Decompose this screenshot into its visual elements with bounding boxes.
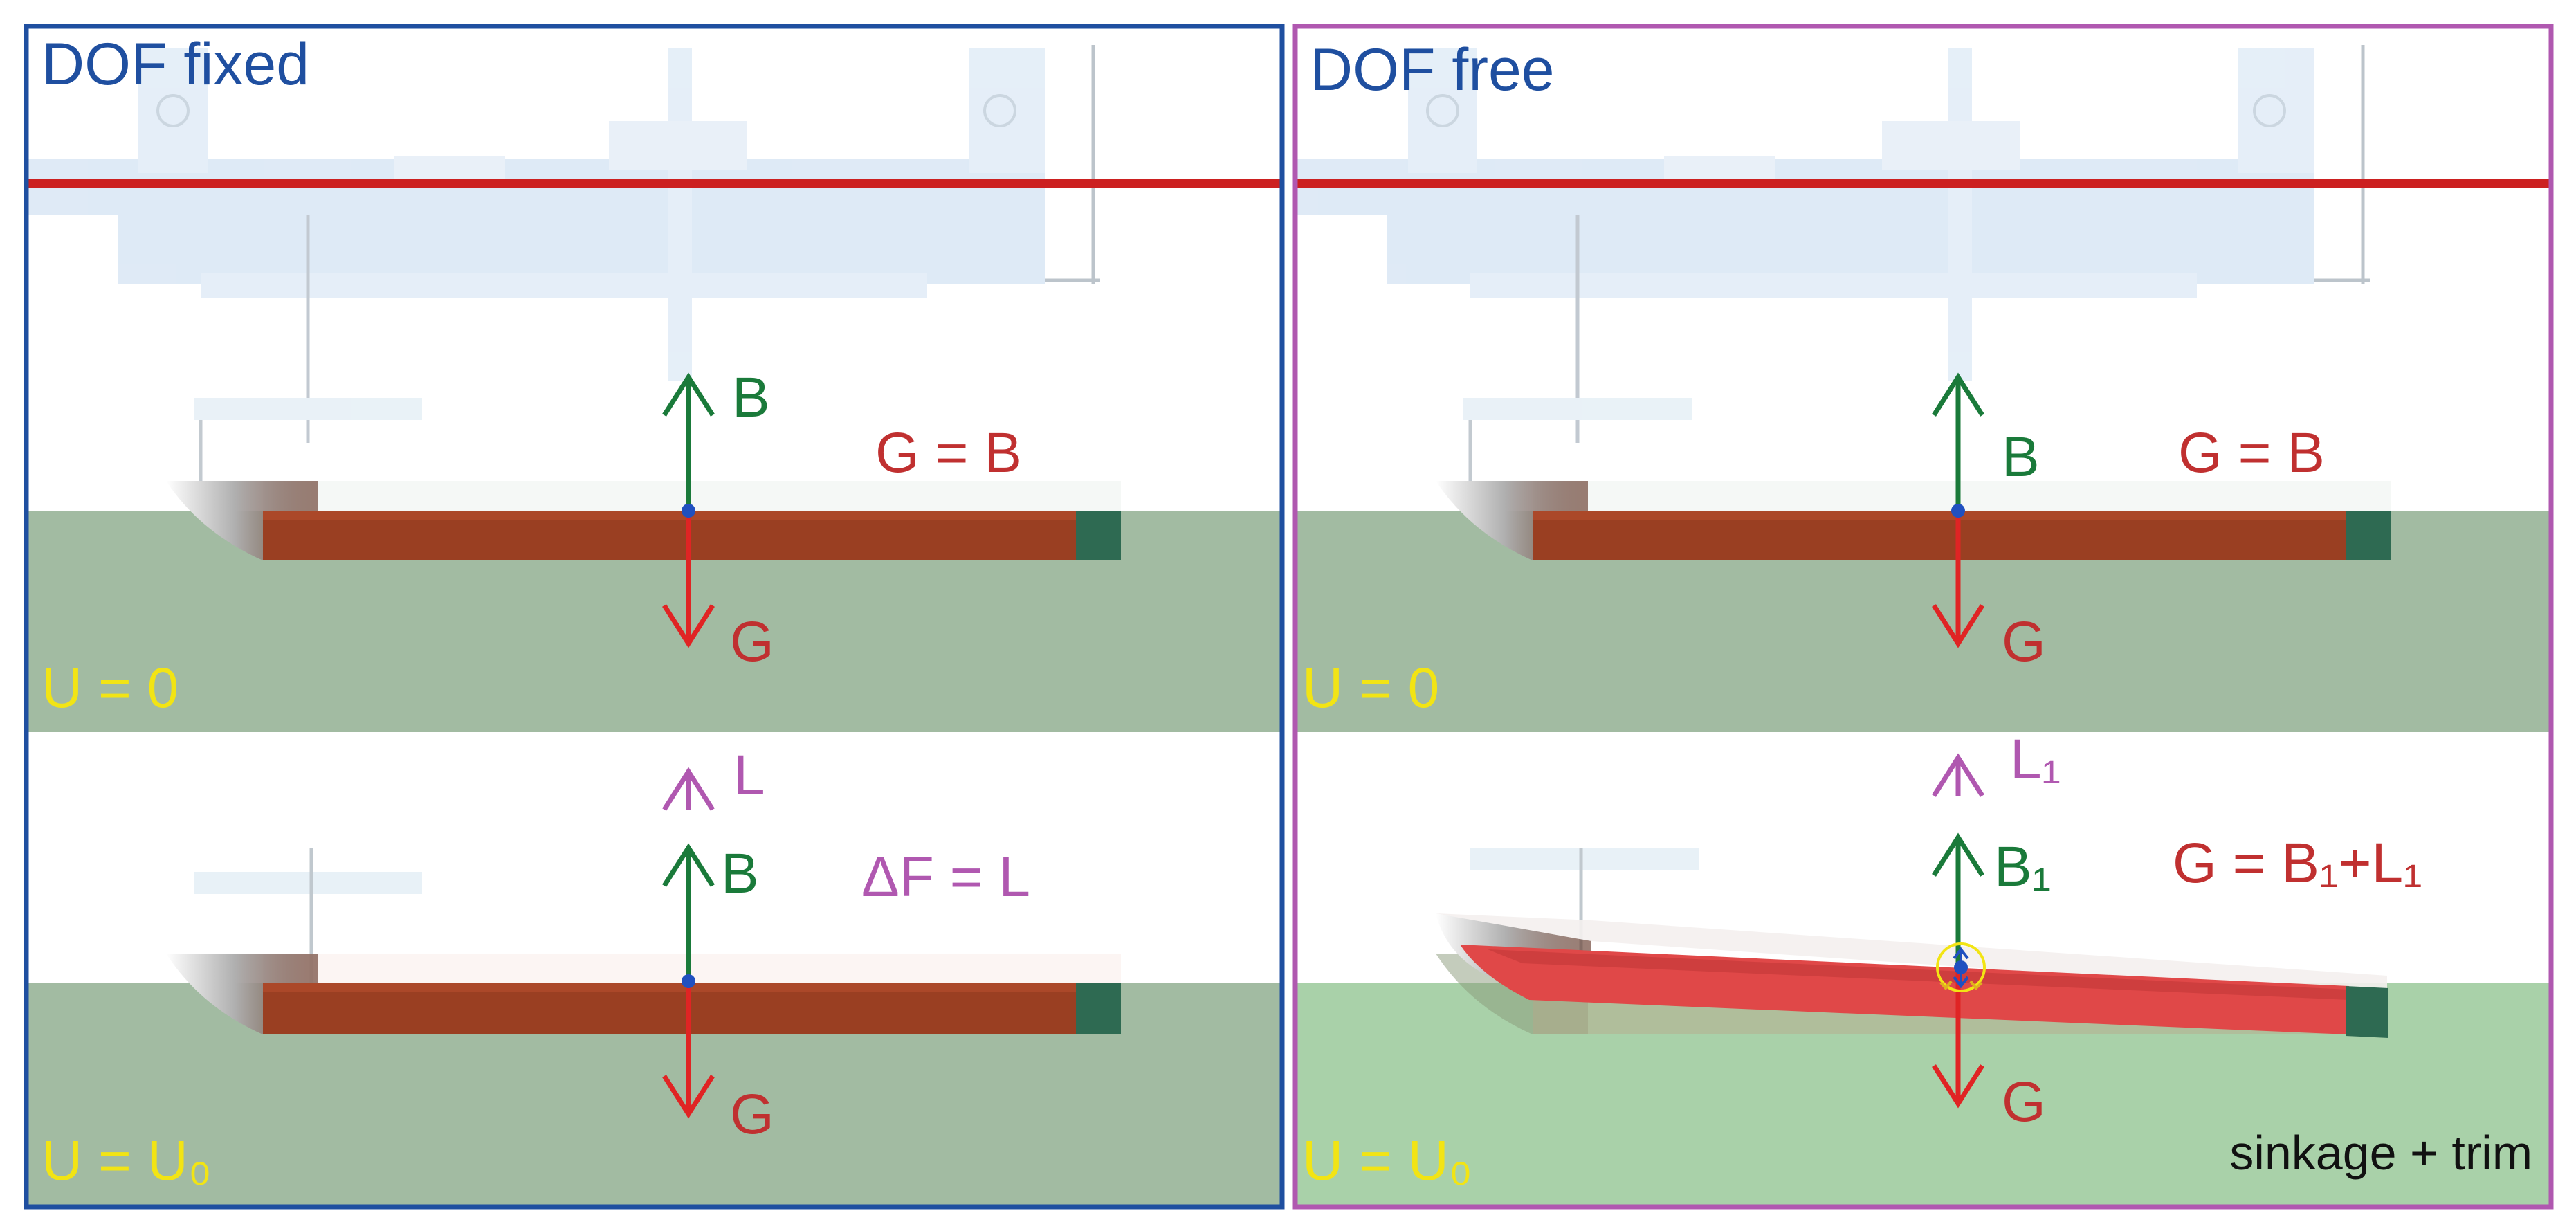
left-bottom-g-label: G	[730, 1083, 774, 1146]
left-bottom-center-point	[682, 974, 695, 988]
left-reference-line	[26, 179, 1282, 188]
right-title: DOF free	[1310, 37, 1555, 103]
left-top-center-point	[682, 504, 695, 518]
right-bottom-speed: U = U₀	[1302, 1129, 1472, 1192]
right-frame	[1292, 24, 2554, 1210]
left-bottom-gravity-arrow	[662, 983, 715, 1119]
left-top-gravity-arrow	[662, 511, 715, 648]
right-top-speed: U = 0	[1302, 657, 1439, 720]
left-panel: DOF fixed B G = B G U = 0 L B ΔF = L G U…	[24, 24, 1285, 1210]
right-bottom-note: sinkage + trim	[2229, 1126, 2532, 1180]
left-top-g-label: G	[730, 610, 774, 673]
left-rig	[28, 45, 1100, 484]
right-bottom-lift-arrow	[1932, 753, 1984, 797]
right-bottom-equation: G = B₁+L₁	[2173, 832, 2422, 895]
right-top-buoyancy-arrow	[1932, 372, 1984, 511]
right-rig	[1297, 45, 2370, 484]
right-bottom-buoyancy-arrow	[1932, 832, 1984, 969]
right-bottom-trim-indicator	[1936, 942, 1986, 992]
left-frame	[24, 24, 1285, 1210]
left-bottom-l-label: L	[733, 744, 765, 807]
left-bottom-equation: ΔF = L	[861, 846, 1030, 909]
right-top-g-label: G	[2002, 610, 2046, 673]
left-top-buoyancy-arrow	[662, 372, 715, 511]
right-panel: DOF free B G = B G U = 0 L₁ B₁ G = B₁+L₁…	[1292, 24, 2554, 1210]
left-top-speed: U = 0	[42, 657, 179, 720]
right-top-center-point	[1951, 504, 1965, 518]
left-bottom-speed: U = U₀	[42, 1129, 212, 1192]
right-top-gravity-arrow	[1932, 511, 1984, 648]
left-top-equation: G = B	[875, 421, 1022, 484]
right-bottom-g-label: G	[2002, 1070, 2046, 1133]
right-bottom-center-point	[1954, 960, 1968, 974]
left-bottom-buoyancy-arrow	[662, 843, 715, 983]
right-top-b-label: B	[2002, 426, 2040, 489]
left-bottom-lift-arrow	[662, 767, 715, 811]
left-title: DOF fixed	[42, 31, 309, 98]
right-top-ship	[1436, 481, 2391, 560]
left-top-b-label: B	[732, 366, 770, 429]
right-top-equation: G = B	[2178, 421, 2325, 484]
left-bottom-b-label: B	[721, 842, 759, 905]
left-top-ship	[166, 481, 1121, 560]
right-reference-line	[1295, 179, 2551, 188]
right-bottom-ship	[1436, 848, 2388, 1038]
right-bottom-l-label: L₁	[2010, 728, 2061, 791]
right-bottom-b-label: B₁	[1994, 835, 2051, 898]
